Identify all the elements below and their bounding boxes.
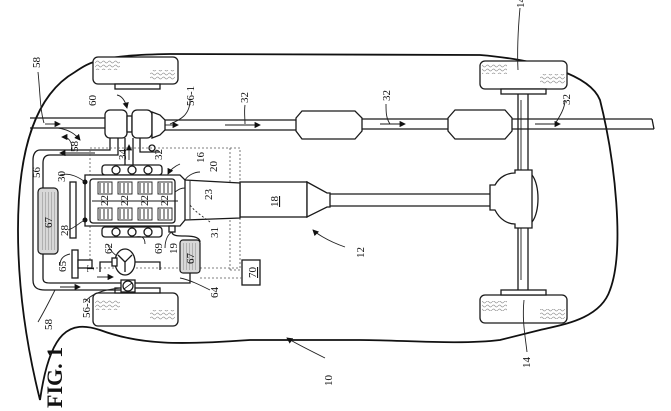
label-32-a: 32 (239, 92, 251, 103)
cylinder-2 (117, 181, 133, 221)
engine-head-top (101, 164, 163, 176)
label-12: 12 (355, 247, 367, 258)
pump (99, 248, 161, 276)
cylinder-3 (137, 181, 153, 221)
belt-drive (69, 179, 93, 279)
cylinders (92, 181, 178, 221)
intercooler-right (135, 225, 201, 284)
label-67-right: 67 (185, 253, 197, 265)
transmission (239, 180, 331, 219)
intake-air-line (30, 117, 105, 129)
catalytic-converter-1 (295, 110, 363, 140)
label-23: 23 (203, 189, 215, 201)
intercooler-left (37, 187, 59, 255)
cylinder-4 (157, 181, 173, 221)
wheel-front-bottom (92, 287, 179, 327)
coolant-loop (32, 138, 130, 291)
label-10: 10 (323, 375, 335, 387)
label-22-3: 22 (139, 195, 151, 206)
wheel-front-top (92, 56, 179, 90)
figure-title: FIG. 1 (42, 347, 67, 408)
exhaust-pipe (160, 118, 655, 131)
label-65: 65 (57, 261, 69, 273)
label-34: 34 (117, 149, 129, 161)
exhaust-manifold (124, 138, 160, 168)
label-14-top: 14 (515, 0, 527, 8)
label-58-top: 58 (31, 57, 43, 69)
wheel-rear-top (479, 60, 568, 95)
label-T: T (85, 265, 97, 272)
controller-box[interactable] (200, 259, 261, 286)
label-20: 20 (208, 161, 220, 173)
label-60: 60 (87, 95, 99, 107)
label-18: 18 (269, 196, 281, 208)
label-22-1: 22 (99, 195, 111, 206)
label-32-b: 32 (381, 90, 393, 101)
label-16: 16 (195, 152, 207, 164)
label-70[interactable]: 70 (247, 267, 259, 279)
driveshaft (330, 193, 490, 207)
label-69: 69 (153, 243, 165, 255)
label-22-4: 22 (159, 195, 171, 206)
valve (120, 279, 136, 293)
leader-lines (37, 7, 566, 359)
label-67-left: 67 (43, 217, 55, 229)
label-58-bottom: 58 (43, 319, 55, 331)
label-32-c: 32 (561, 94, 573, 105)
differential (489, 169, 533, 229)
catalytic-converter-2 (447, 109, 513, 140)
label-31: 31 (209, 227, 221, 238)
label-58-inner: 58 (69, 141, 81, 153)
turbocharger (104, 109, 166, 139)
label-62: 62 (103, 243, 115, 254)
label-30: 30 (56, 171, 68, 183)
label-14-bottom: 14 (521, 357, 533, 369)
label-56: 56 (31, 167, 43, 179)
label-22-2: 22 (119, 195, 131, 206)
label-19: 19 (168, 243, 180, 255)
engine-head-bottom (101, 226, 163, 238)
label-56-2: 56-2 (81, 298, 93, 318)
reference-labels: 58 60 56-1 32 32 32 14 14 58 56 34 32 16… (31, 0, 573, 408)
cylinder-1 (97, 181, 113, 221)
label-64: 64 (209, 287, 221, 299)
label-32-manifold: 32 (153, 149, 165, 160)
label-28: 28 (59, 225, 71, 237)
label-56-1: 56-1 (185, 86, 197, 106)
vehicle-body-outline (17, 53, 619, 401)
